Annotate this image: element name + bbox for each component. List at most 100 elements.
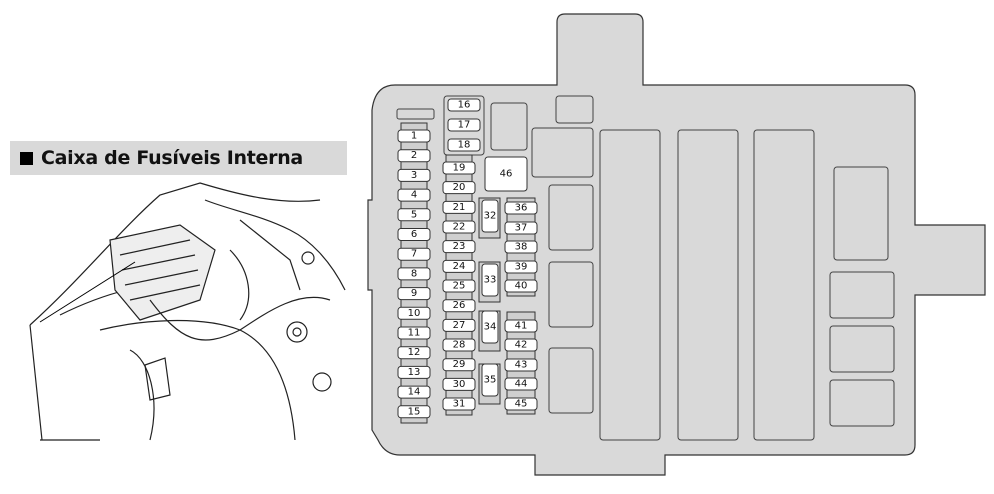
fuse-6[interactable]: 6 <box>397 228 431 241</box>
fuse-body[interactable] <box>397 346 431 360</box>
fuse-44[interactable]: 44 <box>504 377 538 391</box>
fuse-body[interactable] <box>397 326 431 340</box>
fuse-5[interactable]: 5 <box>397 208 431 222</box>
fuse-30[interactable]: 30 <box>442 377 476 391</box>
fuse-body[interactable] <box>481 363 499 397</box>
fuse-body[interactable] <box>442 240 476 254</box>
fuse-body[interactable] <box>442 397 476 411</box>
fuse-27[interactable]: 27 <box>442 318 476 332</box>
fuse-8[interactable]: 8 <box>397 267 431 281</box>
fuse-25[interactable]: 25 <box>442 279 476 293</box>
fuse-12[interactable]: 12 <box>397 346 431 360</box>
fuse-body[interactable] <box>442 377 476 391</box>
fuse-body[interactable] <box>504 377 538 391</box>
fuse-11[interactable]: 11 <box>397 326 431 340</box>
fuse-body[interactable] <box>447 98 481 112</box>
fuse-21[interactable]: 21 <box>442 200 476 214</box>
relay-block <box>599 129 661 441</box>
fuse-3[interactable]: 3 <box>397 168 431 182</box>
relay-block <box>829 379 895 427</box>
fuse-body[interactable] <box>397 208 431 222</box>
fuse-32[interactable]: 32 <box>481 199 499 233</box>
fuse-19[interactable]: 19 <box>442 161 476 175</box>
fuse-18[interactable]: 18 <box>447 138 481 152</box>
fuse-23[interactable]: 23 <box>442 240 476 254</box>
fuse-body[interactable] <box>442 338 476 352</box>
fuse-body[interactable] <box>504 397 538 411</box>
fuse-10[interactable]: 10 <box>397 306 431 320</box>
fuse-body[interactable] <box>442 358 476 372</box>
fuse-body[interactable] <box>397 129 431 143</box>
fuse-body[interactable] <box>397 149 431 163</box>
fuse-body[interactable] <box>442 259 476 273</box>
fuse-38[interactable]: 38 <box>504 240 538 254</box>
fuse-body[interactable] <box>481 199 499 233</box>
fuse-body[interactable] <box>397 267 431 281</box>
fuse-42[interactable]: 42 <box>504 338 538 352</box>
fuse-7[interactable]: 7 <box>397 247 431 261</box>
fuse-body[interactable] <box>397 405 431 419</box>
fuse-body[interactable] <box>504 260 538 274</box>
fuse-body[interactable] <box>442 161 476 175</box>
fuse-body[interactable] <box>481 310 499 344</box>
fuse-body[interactable] <box>397 365 431 379</box>
fuse-15[interactable]: 15 <box>397 405 431 419</box>
fuse-2[interactable]: 2 <box>397 149 431 163</box>
fuse-41[interactable]: 41 <box>504 319 538 333</box>
fuse-body[interactable] <box>447 138 481 152</box>
fuse-body[interactable] <box>397 188 431 202</box>
fuse-body[interactable] <box>504 338 538 352</box>
fuse-body[interactable] <box>481 263 499 297</box>
fuse-body[interactable] <box>397 385 431 399</box>
fuse-body[interactable] <box>442 200 476 214</box>
fuse-20[interactable]: 20 <box>442 181 476 195</box>
fuse-body[interactable] <box>504 319 538 333</box>
fuse-36[interactable]: 36 <box>504 201 538 215</box>
fuse-9[interactable]: 9 <box>397 287 431 301</box>
dashboard-illustration <box>29 182 346 441</box>
fuse-number: 8 <box>411 268 417 279</box>
fuse-body[interactable] <box>504 279 538 293</box>
fuse-body[interactable] <box>442 318 476 332</box>
fuse-14[interactable]: 14 <box>397 385 431 399</box>
fuse-45[interactable]: 45 <box>504 397 538 411</box>
fuse-body[interactable] <box>447 118 481 132</box>
fuse-body[interactable] <box>504 240 538 254</box>
bullet-square-icon <box>20 151 33 165</box>
fuse-body[interactable] <box>397 306 431 320</box>
fuse-body[interactable] <box>397 287 431 301</box>
fuse-16[interactable]: 16 <box>447 98 481 112</box>
fuse-29[interactable]: 29 <box>442 358 476 372</box>
fuse-34[interactable]: 34 <box>481 310 499 344</box>
fuse-body[interactable] <box>442 279 476 293</box>
fuse-33[interactable]: 33 <box>481 263 499 297</box>
fuse-body[interactable] <box>504 358 538 372</box>
fuse-body[interactable] <box>397 228 431 241</box>
fuse-46[interactable]: 46 <box>484 156 528 192</box>
fuse-4[interactable]: 4 <box>397 188 431 202</box>
fuse-body[interactable] <box>484 156 528 192</box>
fuse-body[interactable] <box>442 299 476 313</box>
relay-block <box>531 127 594 178</box>
fuse-17[interactable]: 17 <box>447 118 481 132</box>
fuse-number: 12 <box>408 347 421 358</box>
fuse-28[interactable]: 28 <box>442 338 476 352</box>
fuse-31[interactable]: 31 <box>442 397 476 411</box>
fuse-22[interactable]: 22 <box>442 220 476 234</box>
fuse-39[interactable]: 39 <box>504 260 538 274</box>
fuse-13[interactable]: 13 <box>397 365 431 379</box>
fuse-24[interactable]: 24 <box>442 259 476 273</box>
fuse-body[interactable] <box>397 168 431 182</box>
fuse-body[interactable] <box>504 201 538 215</box>
fuse-26[interactable]: 26 <box>442 299 476 313</box>
fuse-37[interactable]: 37 <box>504 221 538 235</box>
fuse-40[interactable]: 40 <box>504 279 538 293</box>
fuse-number: 33 <box>484 275 497 286</box>
fuse-body[interactable] <box>397 247 431 261</box>
fuse-body[interactable] <box>442 220 476 234</box>
fuse-43[interactable]: 43 <box>504 358 538 372</box>
fuse-35[interactable]: 35 <box>481 363 499 397</box>
fuse-body[interactable] <box>504 221 538 235</box>
fuse-body[interactable] <box>442 181 476 195</box>
fuse-1[interactable]: 1 <box>397 129 431 143</box>
